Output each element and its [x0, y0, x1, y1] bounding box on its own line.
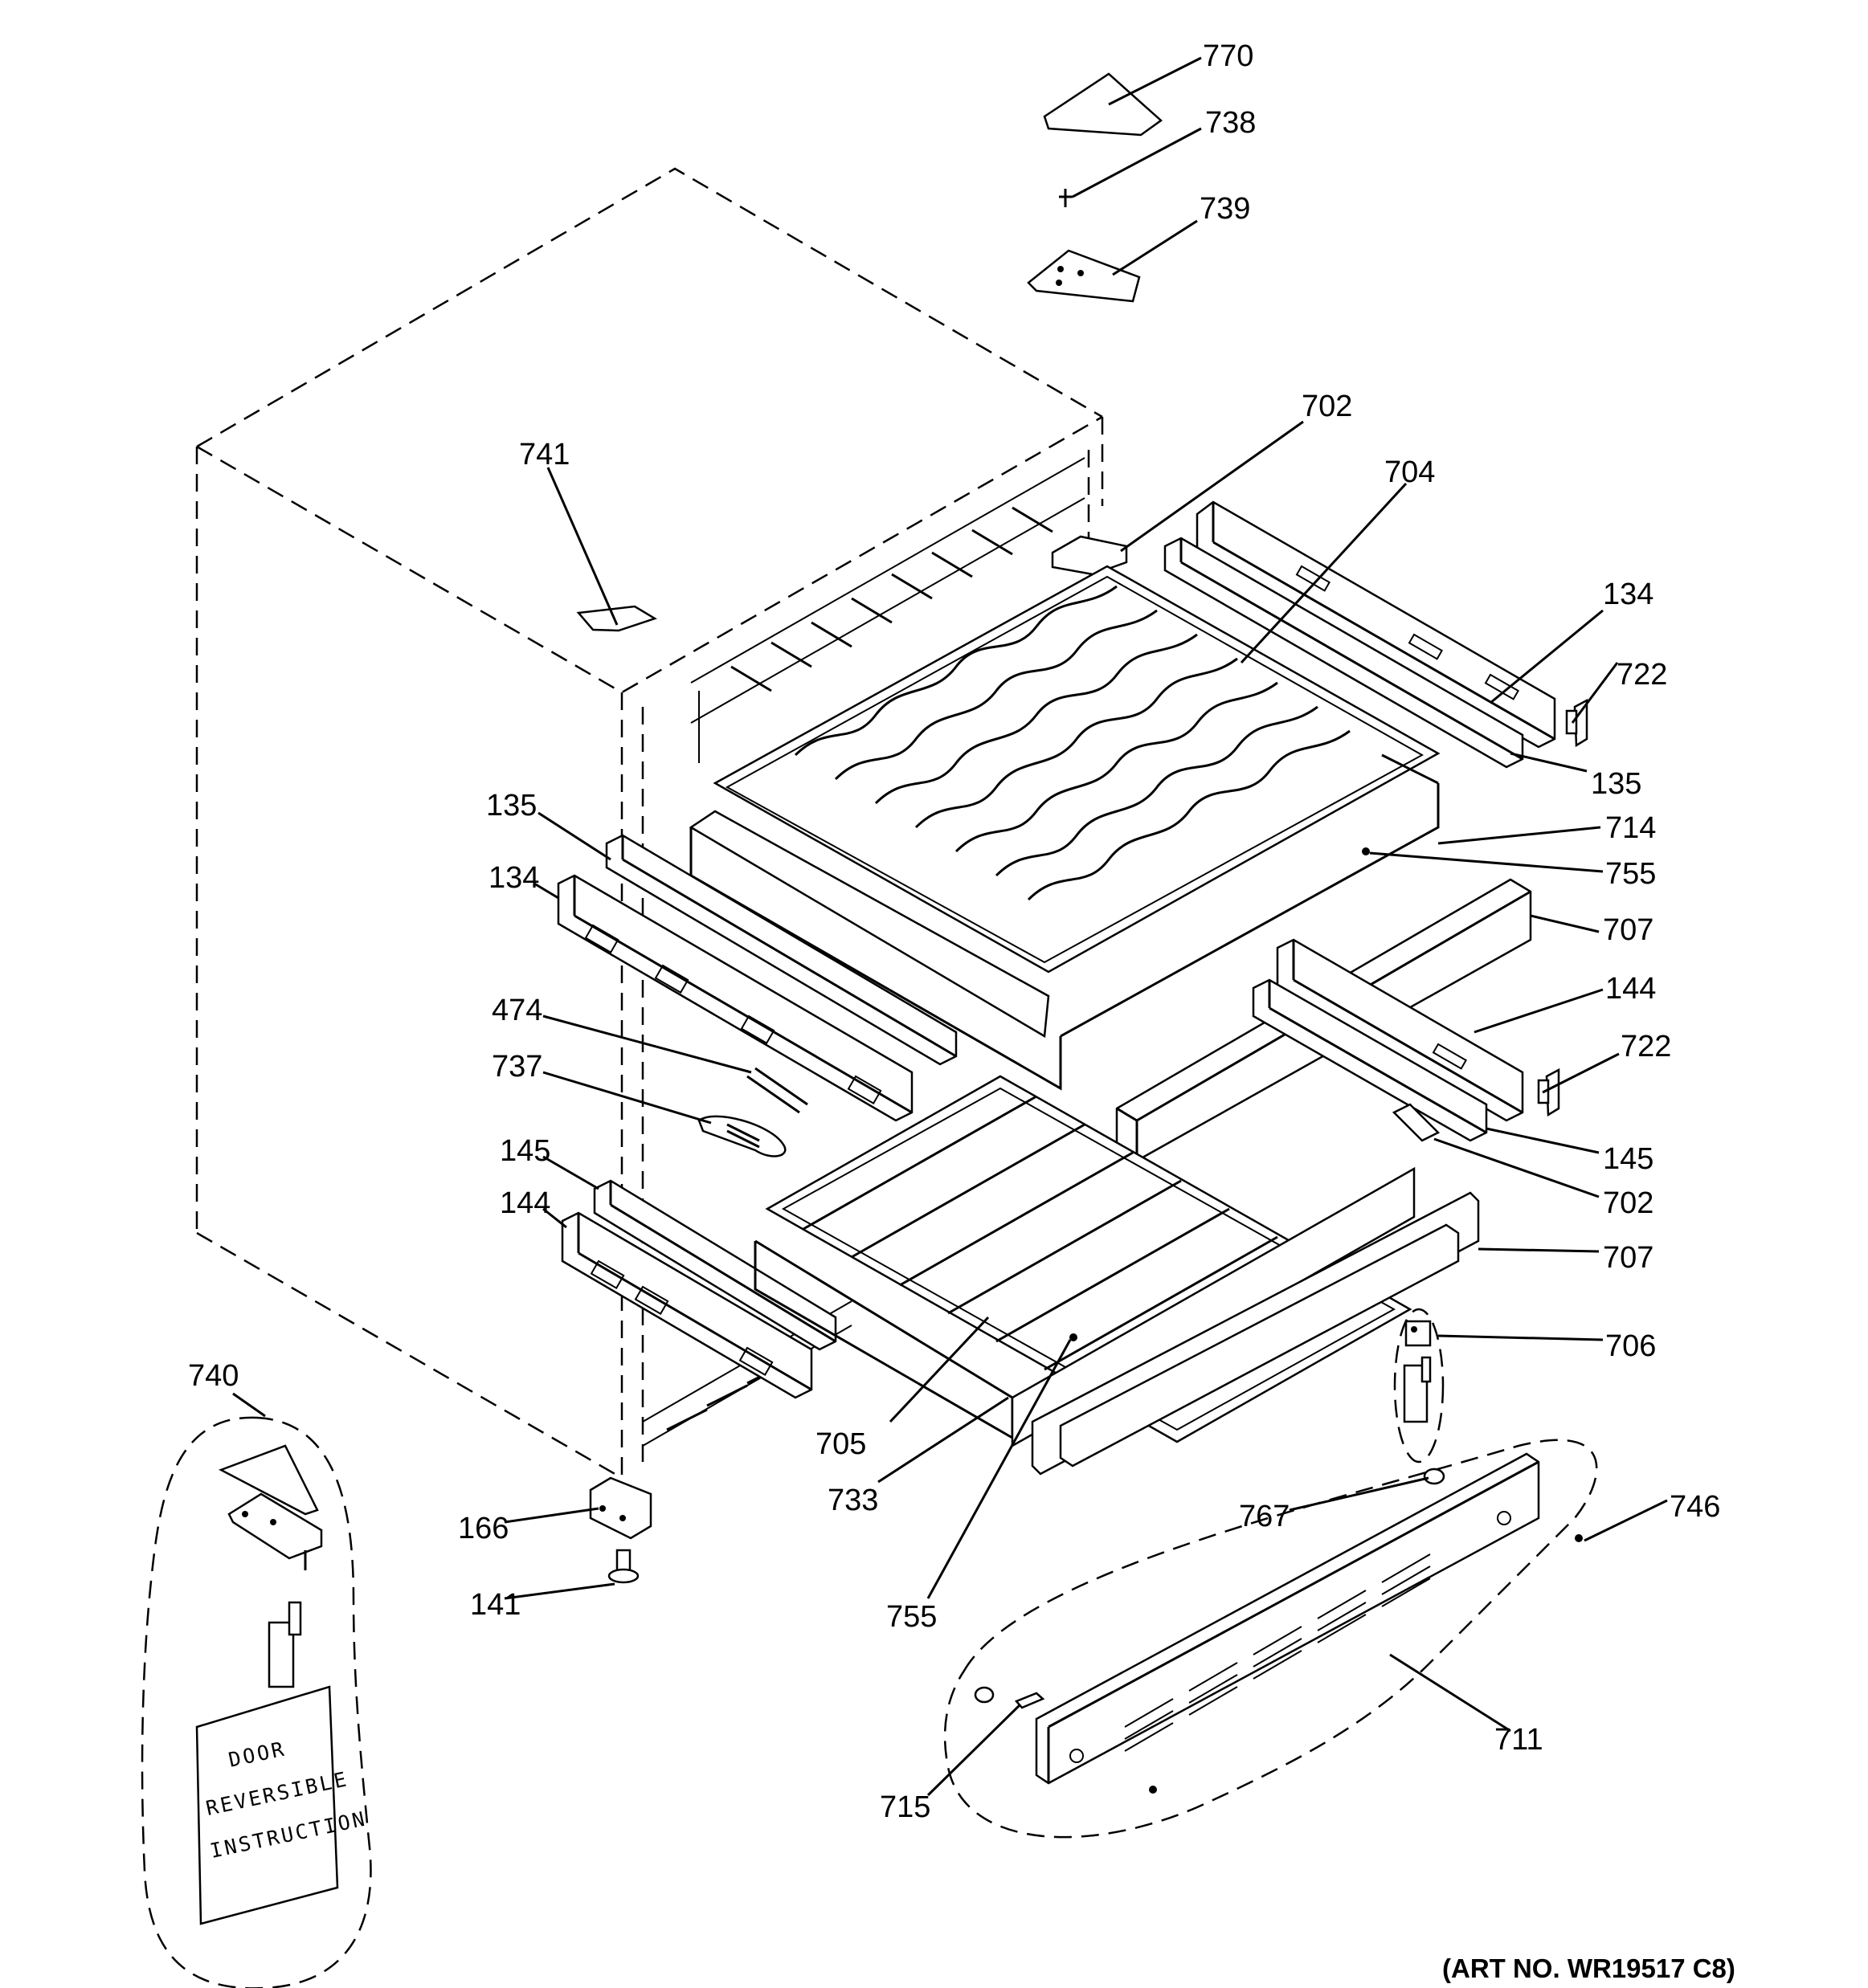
sensor-474	[746, 1067, 808, 1114]
art-number: (ART NO. WR19517 C8)	[1442, 1953, 1735, 1983]
callout-134-right: 134	[1603, 578, 1653, 611]
callout-135-left: 135	[486, 789, 537, 823]
leader-lines	[232, 56, 1668, 1797]
callout-166: 166	[458, 1512, 509, 1545]
plug-741	[576, 605, 657, 632]
callout-733: 733	[828, 1484, 878, 1517]
callout-706: 706	[1605, 1329, 1656, 1363]
screw-767	[1423, 1468, 1445, 1485]
upper-drawer-frame-714	[689, 753, 1440, 1091]
hinge-cover-770	[1043, 72, 1163, 137]
callout-737: 737	[492, 1050, 542, 1084]
bracket-702-top	[1051, 535, 1128, 576]
bracket-166	[589, 1476, 652, 1540]
callout-739: 739	[1200, 192, 1250, 226]
slide-135-right	[1163, 537, 1524, 769]
slide-134-left	[557, 874, 914, 1122]
lower-drawer-frame-733	[754, 1166, 1416, 1448]
callout-722-bottom: 722	[1621, 1030, 1671, 1063]
callout-141: 141	[470, 1588, 521, 1622]
callout-135-right: 135	[1591, 767, 1641, 801]
callout-711: 711	[1494, 1723, 1543, 1757]
slide-145-left	[593, 1179, 837, 1351]
callout-702-top: 702	[1302, 390, 1352, 423]
callout-144-right: 144	[1605, 972, 1656, 1006]
callout-704: 704	[1384, 455, 1435, 489]
kickplate-711	[943, 1439, 1598, 1839]
bracket-702-bottom	[1392, 1103, 1441, 1142]
slide-135-left	[605, 834, 958, 1066]
screw-746	[1575, 1534, 1583, 1542]
callout-145-right: 145	[1603, 1142, 1653, 1176]
callout-767: 767	[1239, 1500, 1290, 1533]
slide-145-right	[1252, 978, 1488, 1142]
callout-741: 741	[519, 438, 570, 471]
callout-714: 714	[1605, 811, 1656, 845]
callout-707-top: 707	[1603, 913, 1653, 947]
screw-738	[1059, 189, 1073, 207]
screw-kickplate	[1149, 1786, 1157, 1794]
callout-740: 740	[188, 1359, 239, 1393]
callout-705: 705	[815, 1427, 866, 1461]
upper-wine-rack-704	[713, 565, 1441, 974]
cabinet-interior-ribs	[642, 457, 1085, 1447]
slide-144-left	[561, 1211, 813, 1399]
cabinet-outline	[195, 167, 1104, 1480]
callout-746: 746	[1670, 1490, 1720, 1524]
callout-755-top: 755	[1605, 857, 1656, 891]
callout-722-top: 722	[1617, 658, 1667, 692]
clip-722-bottom	[1537, 1067, 1560, 1117]
callout-702-bottom: 702	[1603, 1186, 1653, 1220]
door-reversal-kit-740	[141, 1416, 372, 1988]
clip-715	[974, 1686, 1045, 1709]
slide-144-right	[1276, 938, 1524, 1122]
callout-144-left: 144	[500, 1186, 550, 1220]
light-737	[697, 1115, 787, 1157]
hinge-706	[1393, 1308, 1445, 1463]
callout-474: 474	[492, 994, 542, 1027]
callout-134-left: 134	[488, 861, 539, 895]
callout-738: 738	[1205, 106, 1256, 140]
pin-141	[607, 1549, 640, 1584]
callout-labels: 770 738 739 702 704 741 134 722 135 135 …	[188, 39, 1720, 1824]
lower-front-handle	[1059, 1223, 1460, 1468]
callout-770: 770	[1203, 39, 1253, 73]
callout-755-bottom: 755	[886, 1600, 937, 1634]
callout-715: 715	[880, 1790, 930, 1824]
callout-707-bottom: 707	[1603, 1241, 1653, 1275]
hinge-plate-739	[1027, 249, 1141, 303]
callout-145-left: 145	[500, 1134, 550, 1168]
